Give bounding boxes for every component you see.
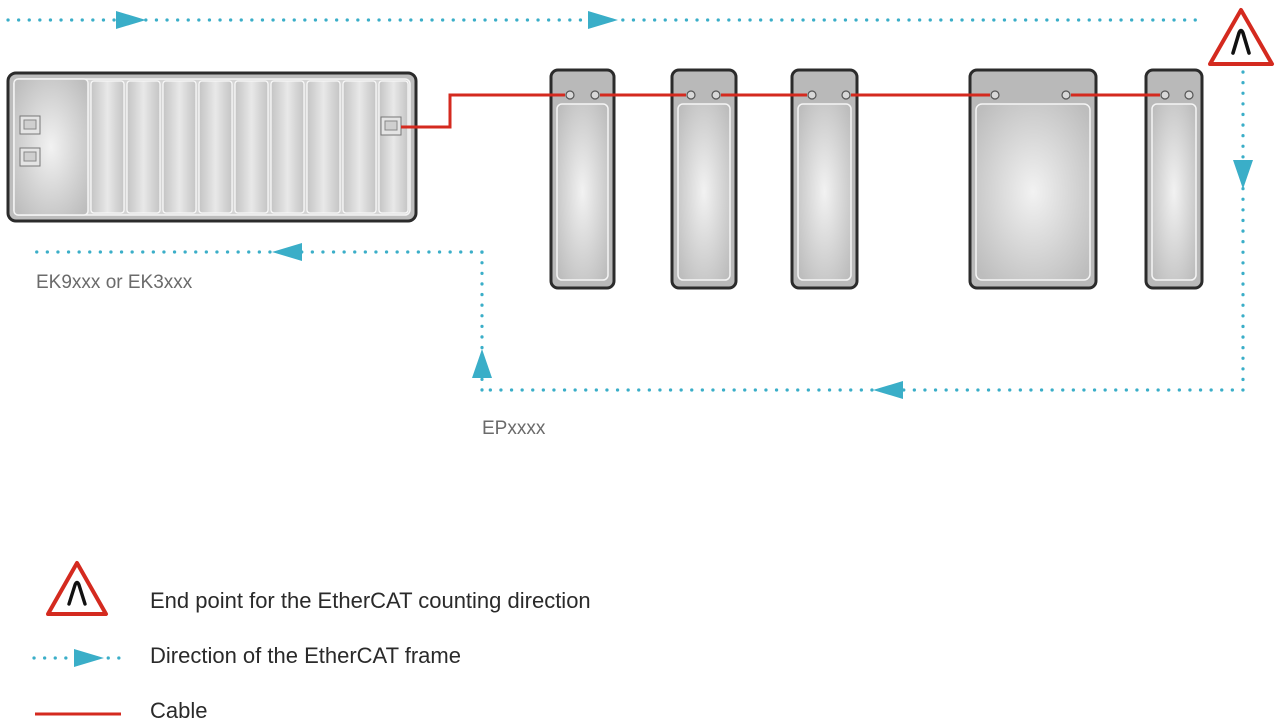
ethercat-box-module-1 (549, 68, 616, 290)
ethercat-box-module-5 (1144, 68, 1204, 290)
ethercat-box-module-3 (790, 68, 859, 290)
connector-port-icon (807, 90, 817, 100)
rj45-port-icon (380, 116, 402, 136)
arrow-up-icon (472, 349, 492, 378)
legend-frame-direction-icon (32, 649, 122, 667)
end-point-warning-icon (1208, 8, 1274, 66)
connector-port-icon (711, 90, 721, 100)
arrow-down-icon (1233, 160, 1253, 189)
arrow-right-icon (588, 11, 618, 29)
connector-port-icon (686, 90, 696, 100)
cable-links (401, 93, 1160, 129)
arrow-right-icon (116, 11, 146, 29)
connector-port-icon (841, 90, 851, 100)
coupler-label: EK9xxx or EK3xxx (36, 272, 193, 293)
connector-port-icon (565, 90, 575, 100)
rj45-port-icon (19, 115, 41, 135)
legend-cable-label: Cable (150, 698, 208, 723)
arrow-left-icon (873, 381, 903, 399)
ethercat-box-module-4 (968, 68, 1098, 290)
legend-end-point-icon (46, 561, 108, 616)
legend-frame-direction-label: Direction of the EtherCAT frame (150, 643, 461, 668)
ethercat-box-module-2 (670, 68, 738, 290)
box-module-label: EPxxxx (482, 418, 546, 439)
frame-direction-arrows (116, 11, 1253, 399)
ethercat-frame-path (6, 18, 1245, 392)
connector-port-icon (1160, 90, 1170, 100)
connector-port-icon (1184, 90, 1194, 100)
bus-coupler-device (6, 71, 418, 223)
arrow-left-icon (272, 243, 302, 261)
terminal-slots (90, 80, 409, 214)
connector-port-icon (590, 90, 600, 100)
cable-link (401, 93, 565, 129)
rj45-port-icon (19, 147, 41, 167)
connector-port-icon (1061, 90, 1071, 100)
legend-end-point-label: End point for the EtherCAT counting dire… (150, 588, 591, 613)
connector-port-icon (990, 90, 1000, 100)
coupler-head-panel (13, 78, 89, 216)
